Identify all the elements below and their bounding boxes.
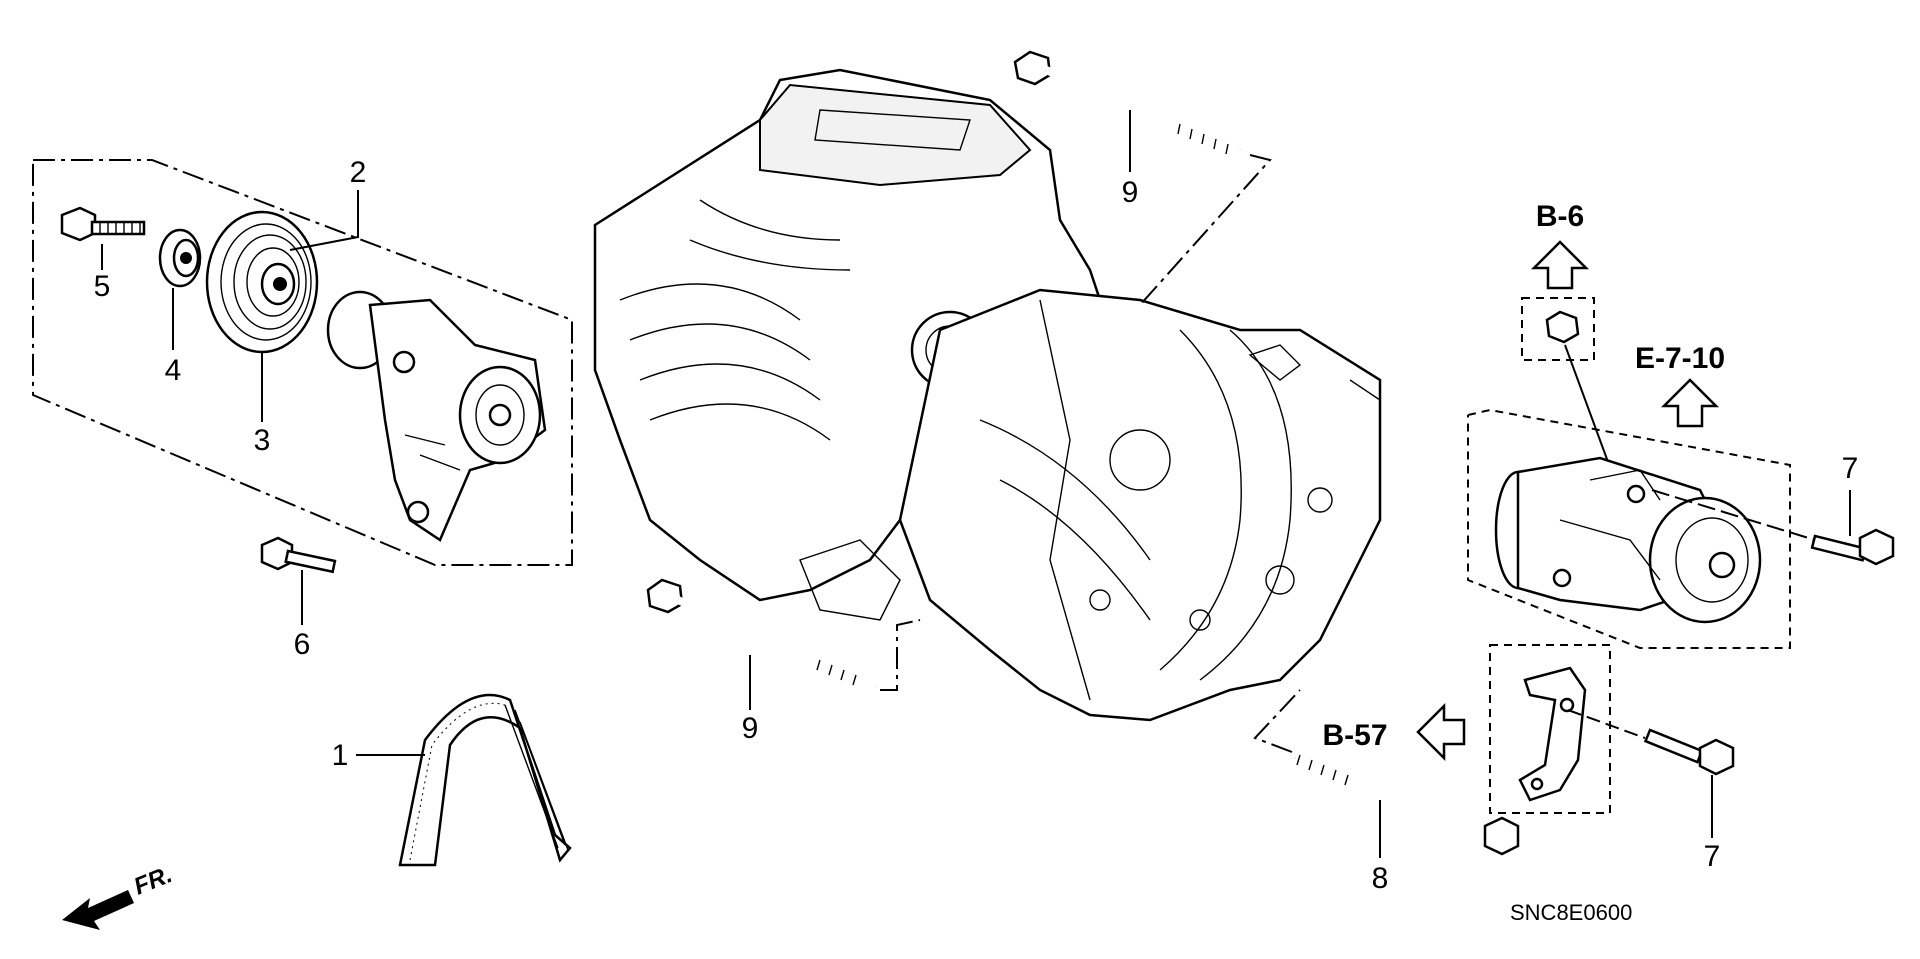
callout-7-lower: 7 bbox=[1704, 840, 1721, 873]
starter-motor-group bbox=[1467, 297, 1895, 838]
callout-8: 8 bbox=[1372, 862, 1389, 895]
callout-1: 1 bbox=[332, 739, 349, 772]
leader-2 bbox=[289, 190, 359, 251]
starter-boundary-line bbox=[1467, 408, 1791, 649]
callout-3: 3 bbox=[254, 424, 271, 457]
front-label: FR. bbox=[130, 861, 176, 901]
tensioner-body-2[interactable] bbox=[326, 290, 547, 542]
bolt-7-upper-line bbox=[1651, 489, 1816, 541]
nut-icon bbox=[1545, 310, 1580, 344]
bolt-9-upper-line bbox=[1139, 154, 1272, 306]
callout-2: 2 bbox=[350, 156, 367, 189]
bracket-bolt-line bbox=[1567, 709, 1646, 739]
bracket-box bbox=[1489, 644, 1611, 814]
washer-4[interactable] bbox=[158, 228, 202, 288]
ref-b57-label[interactable]: B-57 bbox=[1322, 719, 1387, 752]
nut-box bbox=[1521, 297, 1595, 361]
starter-bracket[interactable] bbox=[1518, 666, 1587, 802]
ref-b57-arrow-icon[interactable] bbox=[1416, 702, 1466, 762]
bolt-9-upper[interactable] bbox=[1013, 50, 1242, 155]
diagram-code: SNC8E0600 bbox=[1510, 900, 1632, 925]
callout-4: 4 bbox=[165, 354, 182, 387]
tensioner-assembly-group bbox=[32, 159, 573, 625]
bolt-6[interactable] bbox=[260, 536, 337, 574]
callout-5: 5 bbox=[94, 270, 111, 303]
drive-belt-1[interactable] bbox=[356, 693, 572, 867]
idler-pulley-3[interactable] bbox=[205, 210, 319, 354]
bolt-9-lower-line bbox=[880, 619, 921, 691]
bolt-7-lower[interactable] bbox=[1643, 728, 1735, 776]
ref-e710-label[interactable]: E-7-10 bbox=[1635, 342, 1725, 375]
group-boundary-line bbox=[32, 159, 573, 566]
bolt-8[interactable] bbox=[1293, 754, 1520, 856]
front-arrow-icon bbox=[62, 890, 134, 930]
bolt-5[interactable] bbox=[60, 206, 146, 242]
ref-b6-label[interactable]: B-6 bbox=[1536, 200, 1584, 233]
ref-b6-arrow-icon[interactable] bbox=[1530, 240, 1590, 290]
callout-7-upper: 7 bbox=[1842, 452, 1859, 485]
bolt-9-lower[interactable] bbox=[646, 578, 877, 691]
bolt-8-line bbox=[1253, 689, 1301, 753]
ref-e710-arrow-icon[interactable] bbox=[1660, 378, 1720, 428]
starter-motor[interactable] bbox=[1494, 456, 1762, 624]
callout-9-upper: 9 bbox=[1122, 176, 1139, 209]
bolt-7-upper[interactable] bbox=[1810, 528, 1895, 566]
callout-9-lower: 9 bbox=[742, 712, 759, 745]
engine-transmission-assembly bbox=[593, 68, 1382, 722]
callout-6: 6 bbox=[294, 628, 311, 661]
